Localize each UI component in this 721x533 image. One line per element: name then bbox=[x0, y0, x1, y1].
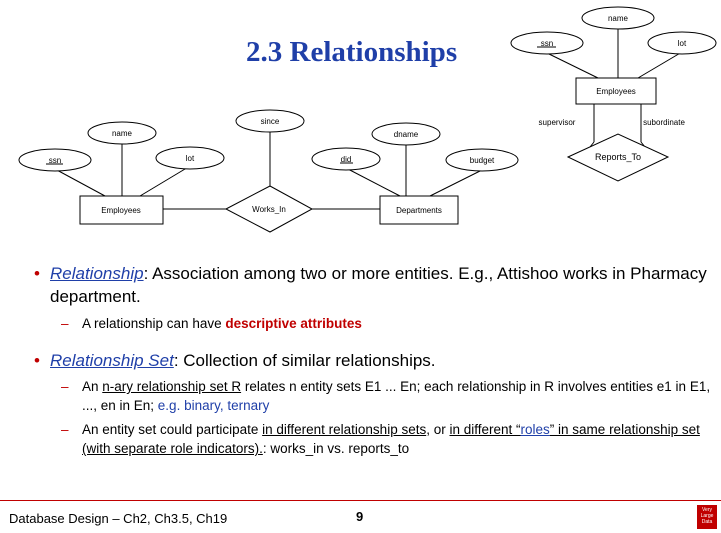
sub-bullet-nary-text-a: An bbox=[82, 379, 103, 394]
logo-line-1: Very bbox=[701, 507, 712, 513]
different-roles-term-b: ” in same relationship set (with separat… bbox=[82, 422, 700, 456]
binary-ternary-example: e.g. binary, ternary bbox=[157, 398, 270, 413]
attr-since-label: since bbox=[261, 117, 280, 126]
bullet-relationship-set-text: : Collection of similar relationships. bbox=[173, 351, 436, 370]
term-relationship-link[interactable]: Relationship bbox=[50, 264, 144, 283]
bullet-dot: • bbox=[34, 351, 40, 370]
relationship-reports-to-diamond bbox=[566, 133, 670, 182]
page-number: 9 bbox=[356, 509, 364, 524]
attr-since-ellipse bbox=[235, 109, 305, 133]
attr-did-label: did bbox=[341, 155, 352, 164]
relationship-reports-to-label: Reports_To bbox=[595, 152, 641, 162]
sub-bullet-nary-text-b: relates n entity sets E1 ... En; each re… bbox=[82, 379, 711, 413]
sub-bullet-nary: –An n-ary relationship set R relates n e… bbox=[34, 377, 714, 415]
rt-entity-employees-box bbox=[575, 77, 657, 105]
bullet-relationship: • Relationship: Association among two or … bbox=[34, 262, 714, 308]
entity-departments-box bbox=[379, 195, 459, 225]
sub-bullet-roles-text-b: , or bbox=[426, 422, 450, 437]
descriptive-attributes-emphasis: descriptive attributes bbox=[225, 316, 362, 331]
attr-did-ellipse bbox=[311, 147, 381, 171]
bullet-relationship-set: • Relationship Set: Collection of similar… bbox=[34, 349, 714, 372]
sub-bullet-roles-text-a: An entity set could participate bbox=[82, 422, 263, 437]
logo-line-2: Large bbox=[700, 513, 714, 519]
footer-course-label: Database Design – Ch2, Ch3.5, Ch19 bbox=[9, 511, 228, 526]
attr-ssn-ellipse bbox=[18, 148, 92, 172]
rt-attr-lot-ellipse bbox=[647, 31, 717, 55]
sub-bullet-descriptive-text: A relationship can have bbox=[82, 316, 226, 331]
relationship-works-in-diamond bbox=[224, 185, 314, 233]
roles-link[interactable]: roles bbox=[520, 422, 550, 437]
sub-bullet-descriptive: –A relationship can have descriptive att… bbox=[34, 314, 714, 333]
rt-attr-name-ellipse bbox=[581, 6, 655, 30]
entity-employees-box bbox=[79, 195, 164, 225]
sub-bullet-dash: – bbox=[61, 379, 69, 394]
bullet-dot: • bbox=[34, 264, 40, 283]
attr-name-label: name bbox=[112, 129, 133, 138]
attr-budget-label: budget bbox=[470, 156, 495, 165]
attr-dname-label: dname bbox=[394, 130, 419, 139]
attr-ssn-label: ssn bbox=[49, 156, 61, 165]
attr-lot-label: lot bbox=[186, 154, 195, 163]
rt-attr-ssn-ellipse bbox=[510, 31, 584, 55]
different-relationship-sets-term: in different relationship sets bbox=[262, 422, 427, 437]
page-title: 2.3 Relationships bbox=[246, 36, 458, 68]
entity-employees-label: Employees bbox=[101, 206, 141, 215]
sub-bullet-dash: – bbox=[61, 422, 69, 437]
rt-attr-ssn-label: ssn bbox=[541, 39, 553, 48]
footer: Database Design – Ch2, Ch3.5, Ch19 9 Ver… bbox=[0, 500, 721, 533]
rt-entity-employees-label: Employees bbox=[596, 87, 636, 96]
sub-bullet-roles: –An entity set could participate in diff… bbox=[34, 420, 714, 458]
rt-attr-name-label: name bbox=[608, 14, 629, 23]
attr-budget-ellipse bbox=[445, 148, 519, 172]
term-relationship-set-link[interactable]: Relationship Set bbox=[50, 351, 174, 370]
logo-line-3: Data bbox=[701, 519, 713, 525]
er-diagram-reports-to bbox=[510, 6, 717, 182]
role-supervisor-label: supervisor bbox=[539, 118, 576, 127]
sub-bullet-roles-text-c: : works_in vs. reports_to bbox=[262, 441, 410, 456]
nary-relationship-set-term: n-ary relationship set R bbox=[102, 379, 242, 394]
relationship-works-in-label: Works_In bbox=[252, 205, 286, 214]
rt-attr-lot-label: lot bbox=[678, 39, 687, 48]
vldb-logo: Very Large Data bbox=[697, 505, 717, 529]
er-diagram-works-in bbox=[18, 109, 519, 233]
bullet-list: • Relationship: Association among two or … bbox=[34, 262, 714, 458]
bullet-relationship-text: : Association among two or more entities… bbox=[50, 264, 707, 306]
er-diagrams: ssn name lot since did dname budget Empl… bbox=[18, 6, 717, 233]
sub-bullet-dash: – bbox=[61, 316, 69, 331]
different-roles-term-a: in different “ bbox=[449, 422, 521, 437]
role-subordinate-label: subordinate bbox=[643, 118, 685, 127]
attr-dname-ellipse bbox=[371, 122, 441, 146]
attr-name-ellipse bbox=[87, 121, 157, 145]
attr-lot-ellipse bbox=[155, 146, 225, 170]
entity-departments-label: Departments bbox=[396, 206, 442, 215]
